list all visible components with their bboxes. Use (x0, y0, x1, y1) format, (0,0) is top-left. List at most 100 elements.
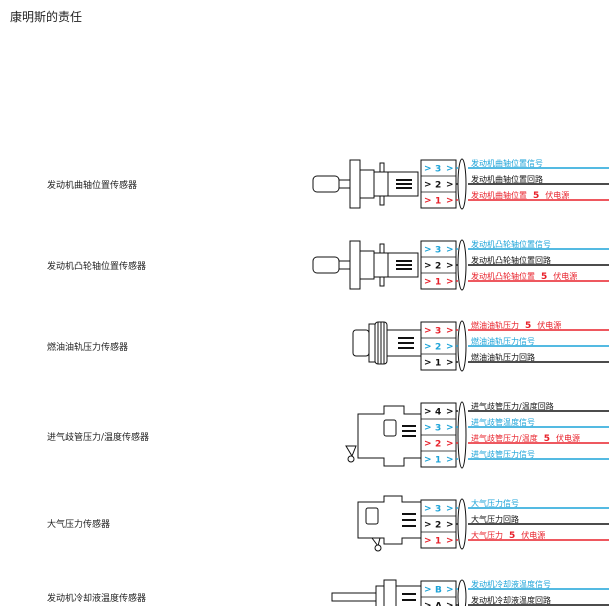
coolant-sensor-drawing (331, 579, 422, 606)
wire-label: 发动机冷却液温度回路 (471, 595, 551, 605)
pin-arrow: > (446, 342, 454, 352)
pin-arrow: > (424, 407, 432, 417)
wire-label: 进气歧管温度信号 (471, 417, 535, 427)
pin-arrow: > (446, 585, 454, 595)
pin-number: 1 (435, 197, 441, 207)
wire-label: 大气压力信号 (471, 498, 519, 508)
wire-label: 发动机凸轮轴位置回路 (471, 255, 551, 265)
barometric-sensor-drawing (357, 495, 422, 552)
pin-arrow: > (424, 277, 432, 287)
pin-arrow: > (424, 245, 432, 255)
pin-arrow: > (446, 326, 454, 336)
crankshaft-sensor-label: 发动机曲轴位置传感器 (47, 181, 138, 191)
pin-arrow: > (424, 439, 432, 449)
pin-arrow: > (446, 455, 454, 465)
pin-arrow: > (424, 455, 432, 465)
pin-number: 3 (435, 424, 441, 434)
camshaft-sensor-label: 发动机凸轮轴位置传感器 (47, 262, 147, 272)
pin-arrow: > (424, 504, 432, 514)
camshaft-sensor-drawing (312, 240, 419, 290)
pin-arrow: > (446, 358, 454, 368)
pin-arrow: > (424, 180, 432, 190)
pin-arrow: > (446, 196, 454, 206)
page-title: 康明斯的责任 (10, 10, 83, 24)
barometric-sensor-label: 大气压力传感器 (47, 520, 111, 530)
pin-arrow: > (446, 277, 454, 287)
pin-number: 2 (435, 343, 441, 353)
pin-number: 2 (435, 521, 441, 531)
pin-arrow: > (424, 326, 432, 336)
pin-arrow: > (446, 407, 454, 417)
pin-arrow: > (446, 439, 454, 449)
fuel-rail-sensor-drawing (352, 321, 422, 365)
pin-number: 3 (435, 246, 441, 256)
pin-arrow: > (424, 358, 432, 368)
connector-oval (457, 498, 467, 550)
pin-arrow: > (424, 342, 432, 352)
wire-label: 大气压力回路 (471, 514, 519, 524)
fuel-rail-sensor-label: 燃油油轨压力传感器 (47, 343, 129, 353)
pin-number: 2 (435, 440, 441, 450)
pin-number: 3 (435, 327, 441, 337)
wire-label: 发动机冷却液温度信号 (471, 579, 551, 589)
connector-box (420, 321, 457, 371)
wire-label: 燃油油轨压力回路 (471, 352, 535, 362)
coolant-sensor-label: 发动机冷却液温度传感器 (47, 594, 147, 604)
pin-arrow: > (424, 520, 432, 530)
pin-number: 2 (435, 262, 441, 272)
wire-label: 进气歧管压力/温度回路 (471, 401, 554, 411)
pin-arrow: > (446, 245, 454, 255)
connector-oval (457, 320, 467, 372)
pin-number: 2 (435, 181, 441, 191)
wire-label: 发动机曲轴位置回路 (471, 174, 543, 184)
pin-number: 1 (435, 359, 441, 369)
intake-manifold-sensor-drawing (345, 405, 422, 467)
wire-label: 发动机曲轴位置信号 (471, 158, 543, 168)
pin-arrow: > (424, 601, 432, 606)
pin-arrow: > (446, 504, 454, 514)
pin-arrow: > (446, 423, 454, 433)
pin-arrow: > (424, 536, 432, 546)
pin-arrow: > (424, 196, 432, 206)
pin-arrow: > (446, 164, 454, 174)
pin-arrow: > (446, 536, 454, 546)
pin-arrow: > (446, 180, 454, 190)
connector-oval (457, 158, 467, 210)
connector-oval (457, 239, 467, 291)
pin-arrow: > (424, 423, 432, 433)
connector-oval (457, 579, 467, 606)
pin-number: 3 (435, 505, 441, 515)
pin-arrow: > (424, 164, 432, 174)
connector: >B>发动机冷却液温度信号>A>发动机冷却液温度回路 (420, 579, 609, 606)
pin-number: 1 (435, 278, 441, 288)
connector-oval (457, 401, 467, 469)
pin-arrow: > (446, 261, 454, 271)
pin-number: 1 (435, 456, 441, 466)
pin-number: B (435, 586, 442, 596)
pin-number: 4 (435, 408, 441, 418)
connector-box (420, 159, 457, 209)
wire-label: 燃油油轨压力信号 (471, 336, 535, 346)
pin-arrow: > (424, 585, 432, 595)
pin-number: 1 (435, 537, 441, 547)
intake-manifold-sensor-label: 进气歧管压力/温度传感器 (47, 433, 150, 443)
wire-label: 进气歧管压力信号 (471, 449, 535, 459)
pin-number: A (435, 602, 442, 606)
pin-arrow: > (424, 261, 432, 271)
wire-label: 发动机凸轮轴位置信号 (471, 239, 551, 249)
connector-box (420, 499, 457, 549)
crankshaft-sensor-drawing (312, 159, 419, 209)
pin-number: 3 (435, 165, 441, 175)
pin-arrow: > (446, 520, 454, 530)
